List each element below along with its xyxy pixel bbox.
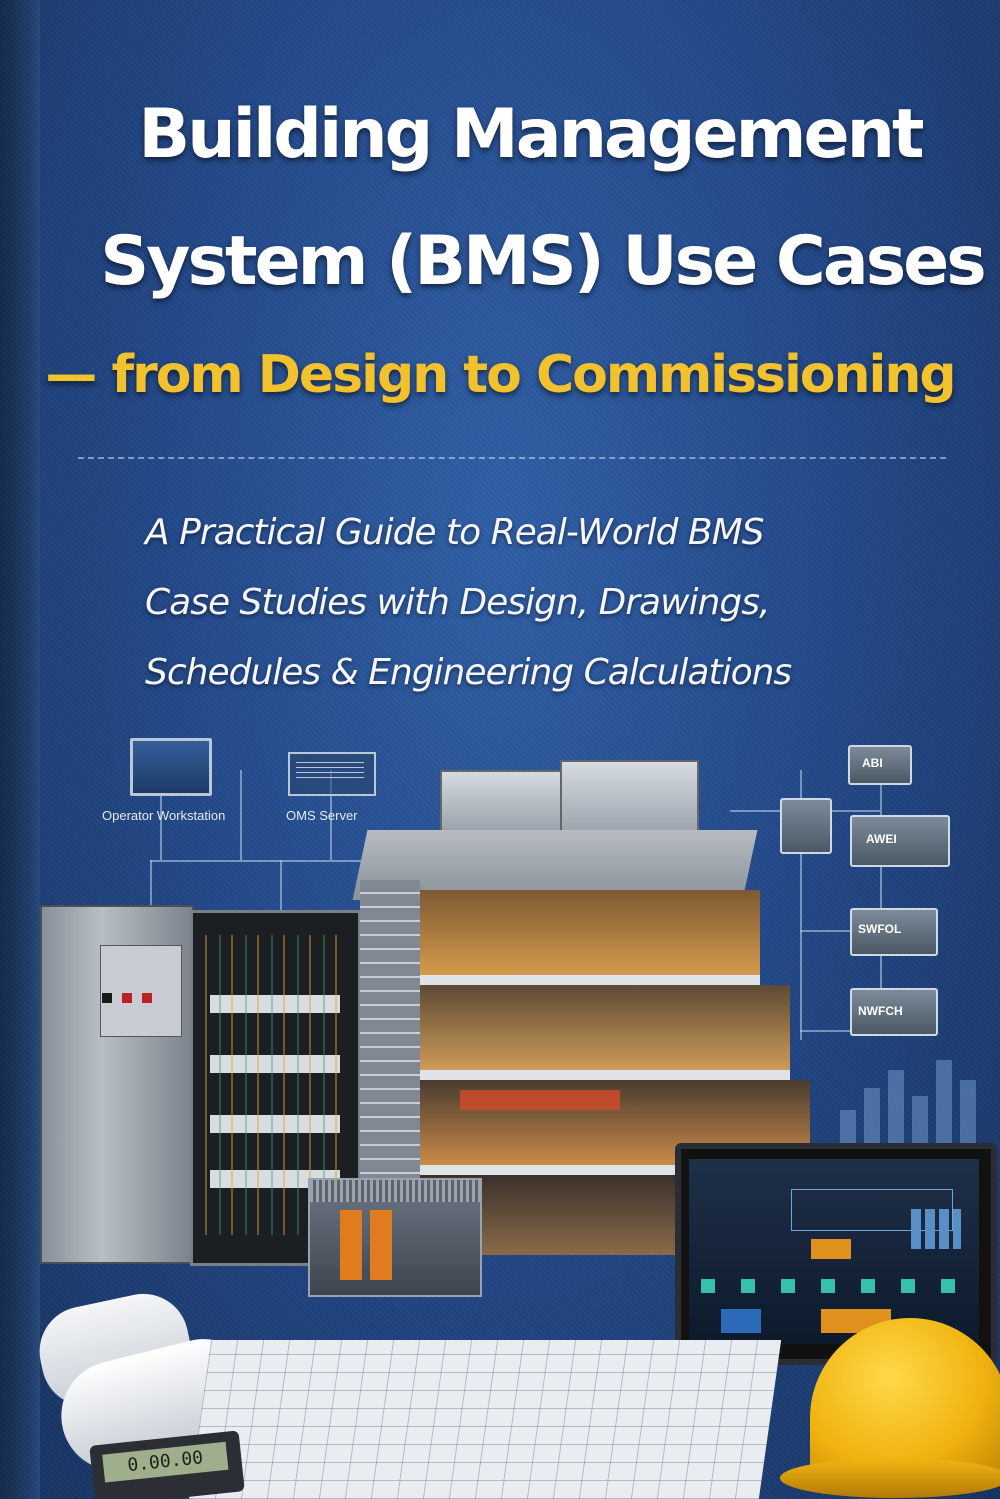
device-box-2 — [850, 815, 950, 867]
cover-spine — [0, 0, 40, 1499]
hard-hat-illustration — [780, 1308, 1000, 1499]
subtitle-line-2: Case Studies with Design, Drawings, — [145, 582, 770, 623]
calculator-display: 0.00.00 — [102, 1441, 229, 1483]
subtitle-line-1: A Practical Guide to Real-World BMS — [145, 512, 765, 553]
control-panel-illustration — [40, 905, 361, 1266]
device-box-1 — [848, 745, 912, 785]
server-rack-lines — [296, 762, 364, 782]
operator-workstation-label: Operator Workstation — [102, 808, 226, 823]
blueprint-sheet-illustration — [188, 1340, 782, 1499]
title-line-2: System (BMS) Use Cases — [100, 222, 987, 301]
subtitle-line-3: Schedules & Engineering Calculations — [145, 652, 792, 693]
device-label-4: NWFCH — [858, 1004, 903, 1018]
title-line-1: Building Management — [138, 95, 924, 174]
device-box-server — [780, 798, 832, 854]
device-box-3 — [850, 908, 938, 956]
operator-workstation-monitor-icon — [130, 738, 212, 796]
device-label-2: AWEI — [866, 832, 897, 846]
device-label-1: ABI — [862, 756, 883, 770]
device-box-4 — [850, 988, 938, 1036]
bms-dashboard-monitor — [675, 1143, 997, 1365]
title-line-3: — from Design to Commissioning — [45, 345, 956, 405]
outdoor-unit-illustration — [308, 1178, 482, 1297]
device-label-3: SWFOL — [858, 922, 902, 936]
server-label: OMS Server — [286, 808, 358, 823]
bar-graphic — [840, 1050, 980, 1150]
dashed-divider — [78, 457, 946, 459]
